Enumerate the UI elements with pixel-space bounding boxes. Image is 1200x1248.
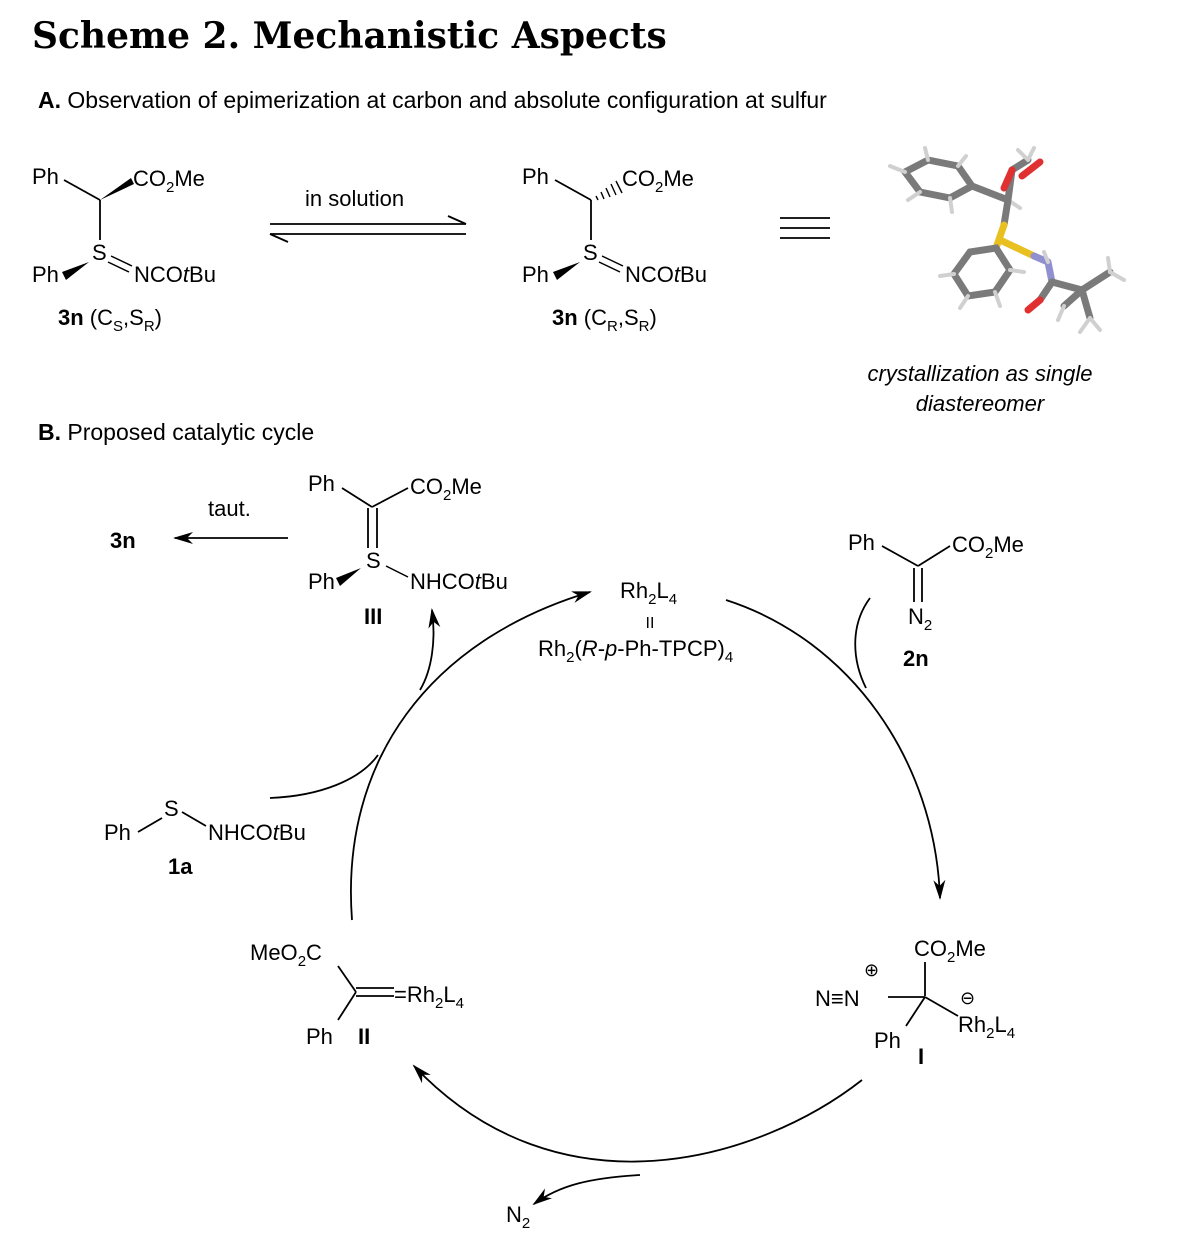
svg-text:S: S [92,240,107,265]
svg-text:⊖: ⊖ [960,988,975,1008]
compound-3n-cr-sr: Ph CO2Me S Ph NCOtBu 3n (CR,SR) [522,164,707,335]
intermediate-I: CO2Me ⊕ N≡N ⊖ Rh2L4 Ph I [815,936,1015,1069]
taut-label: taut. [208,496,251,521]
svg-text:CO2Me: CO2Me [133,166,205,196]
svg-text:Rh2(R-p-Ph-TPCP)4: Rh2(R-p-Ph-TPCP)4 [538,636,733,666]
catalyst: Rh2L4 II Rh2(R-p-Ph-TPCP)4 [538,578,733,666]
arc-n2-out [532,1174,641,1206]
catalytic-cycle-arrows [269,591,946,1206]
svg-text:CO2Me: CO2Me [410,474,482,504]
svg-text:3n (CS,SR): 3n (CS,SR) [58,305,162,335]
scheme-title: Scheme 2. Mechanistic Aspects [32,15,667,57]
arc-catalyst-to-I [725,599,946,900]
svg-text:III: III [364,604,382,629]
identity-symbol [780,217,830,239]
svg-text:2n: 2n [903,646,929,671]
svg-text:Ph: Ph [104,820,131,845]
svg-text:NCOtBu: NCOtBu [134,262,216,287]
svg-text:Ph: Ph [522,262,549,287]
panel-a-caption: A. Observation of epimerization at carbo… [38,87,827,113]
svg-text:NHCOtBu: NHCOtBu [410,569,508,594]
svg-text:S: S [164,796,179,821]
arc-to-III [419,608,441,691]
svg-text:II: II [646,615,655,632]
svg-text:II: II [358,1024,370,1049]
sulfenamide-1a: Ph S NHCOtBu 1a [104,796,306,879]
svg-text:NHCOtBu: NHCOtBu [208,820,306,845]
compound-3n-cs-sr: Ph CO2Me S Ph NCOtBu 3n (CS,SR) [32,164,216,335]
svg-text:N2: N2 [908,604,932,634]
product-3n-label: 3n [110,528,136,553]
crystal-caption-line2: diastereomer [916,391,1046,416]
svg-text:in solution: in solution [305,186,404,211]
nitrogen-byproduct: N2 [506,1202,530,1232]
svg-text:Ph: Ph [32,164,59,189]
crystal-structure-image [888,146,1126,334]
intermediate-II: MeO2C Ph II =Rh2L4 [250,940,464,1049]
arc-I-to-II [412,1064,863,1163]
svg-text:=Rh2L4: =Rh2L4 [394,982,464,1012]
svg-text:⊕: ⊕ [864,960,879,980]
svg-text:Ph: Ph [32,262,59,287]
panel-b-caption: B. Proposed catalytic cycle [38,419,314,445]
svg-text:N≡N: N≡N [815,986,860,1011]
svg-text:3n (CR,SR): 3n (CR,SR) [552,305,657,335]
svg-text:NCOtBu: NCOtBu [625,262,707,287]
svg-text:CO2Me: CO2Me [952,532,1024,562]
svg-text:Ph: Ph [306,1024,333,1049]
intermediate-III: Ph CO2Me S Ph NHCOtBu III [308,471,508,629]
arc-II-to-catalyst [350,591,592,921]
equilibrium-arrows: in solution [269,186,467,243]
arc-sulfenamide-in [269,754,379,799]
svg-text:S: S [583,240,598,265]
svg-text:Ph: Ph [874,1028,901,1053]
svg-text:Ph: Ph [522,164,549,189]
svg-text:S: S [366,548,381,573]
svg-text:1a: 1a [168,854,193,879]
diazo-compound-2n: Ph CO2Me N2 2n [848,530,1024,671]
svg-text:CO2Me: CO2Me [622,166,694,196]
svg-text:Rh2L4: Rh2L4 [620,578,677,608]
svg-text:I: I [918,1044,924,1069]
svg-text:MeO2C: MeO2C [250,940,322,970]
svg-text:Ph: Ph [308,569,335,594]
arc-diazo-in [854,597,871,689]
svg-text:Rh2L4: Rh2L4 [958,1012,1015,1042]
svg-text:Ph: Ph [848,530,875,555]
svg-text:Ph: Ph [308,471,335,496]
svg-text:CO2Me: CO2Me [914,936,986,966]
crystal-caption-line1: crystallization as single [868,361,1093,386]
